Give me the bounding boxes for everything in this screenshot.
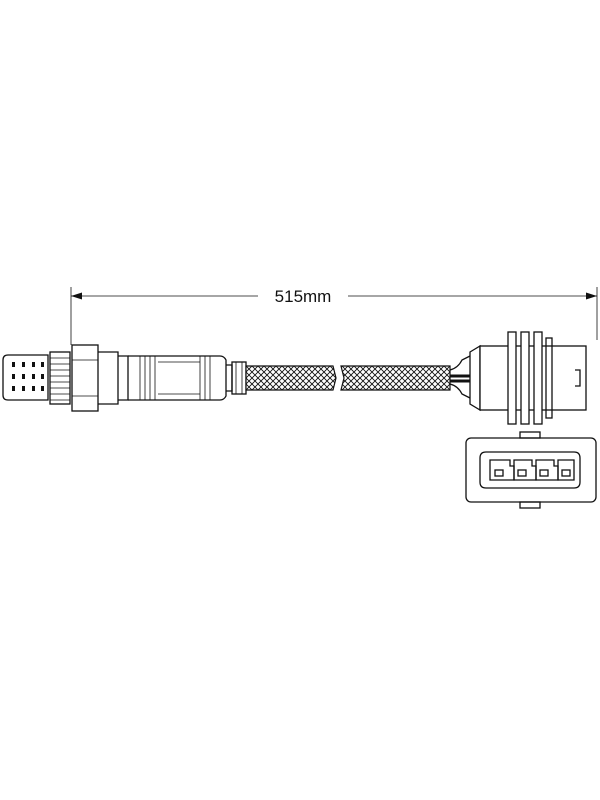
four-pin-plug-side-view-icon xyxy=(469,331,587,425)
oxygen-sensor-probe-icon xyxy=(2,344,247,412)
arrow-right-icon xyxy=(586,292,597,300)
arrow-left-icon xyxy=(71,292,82,300)
connector-pins xyxy=(489,459,575,481)
braided-cable xyxy=(245,355,471,399)
dimension-label: 515mm xyxy=(275,287,332,306)
four-pin-plug-face-view-icon xyxy=(465,431,597,509)
dimension-line: 515mm xyxy=(70,287,598,345)
